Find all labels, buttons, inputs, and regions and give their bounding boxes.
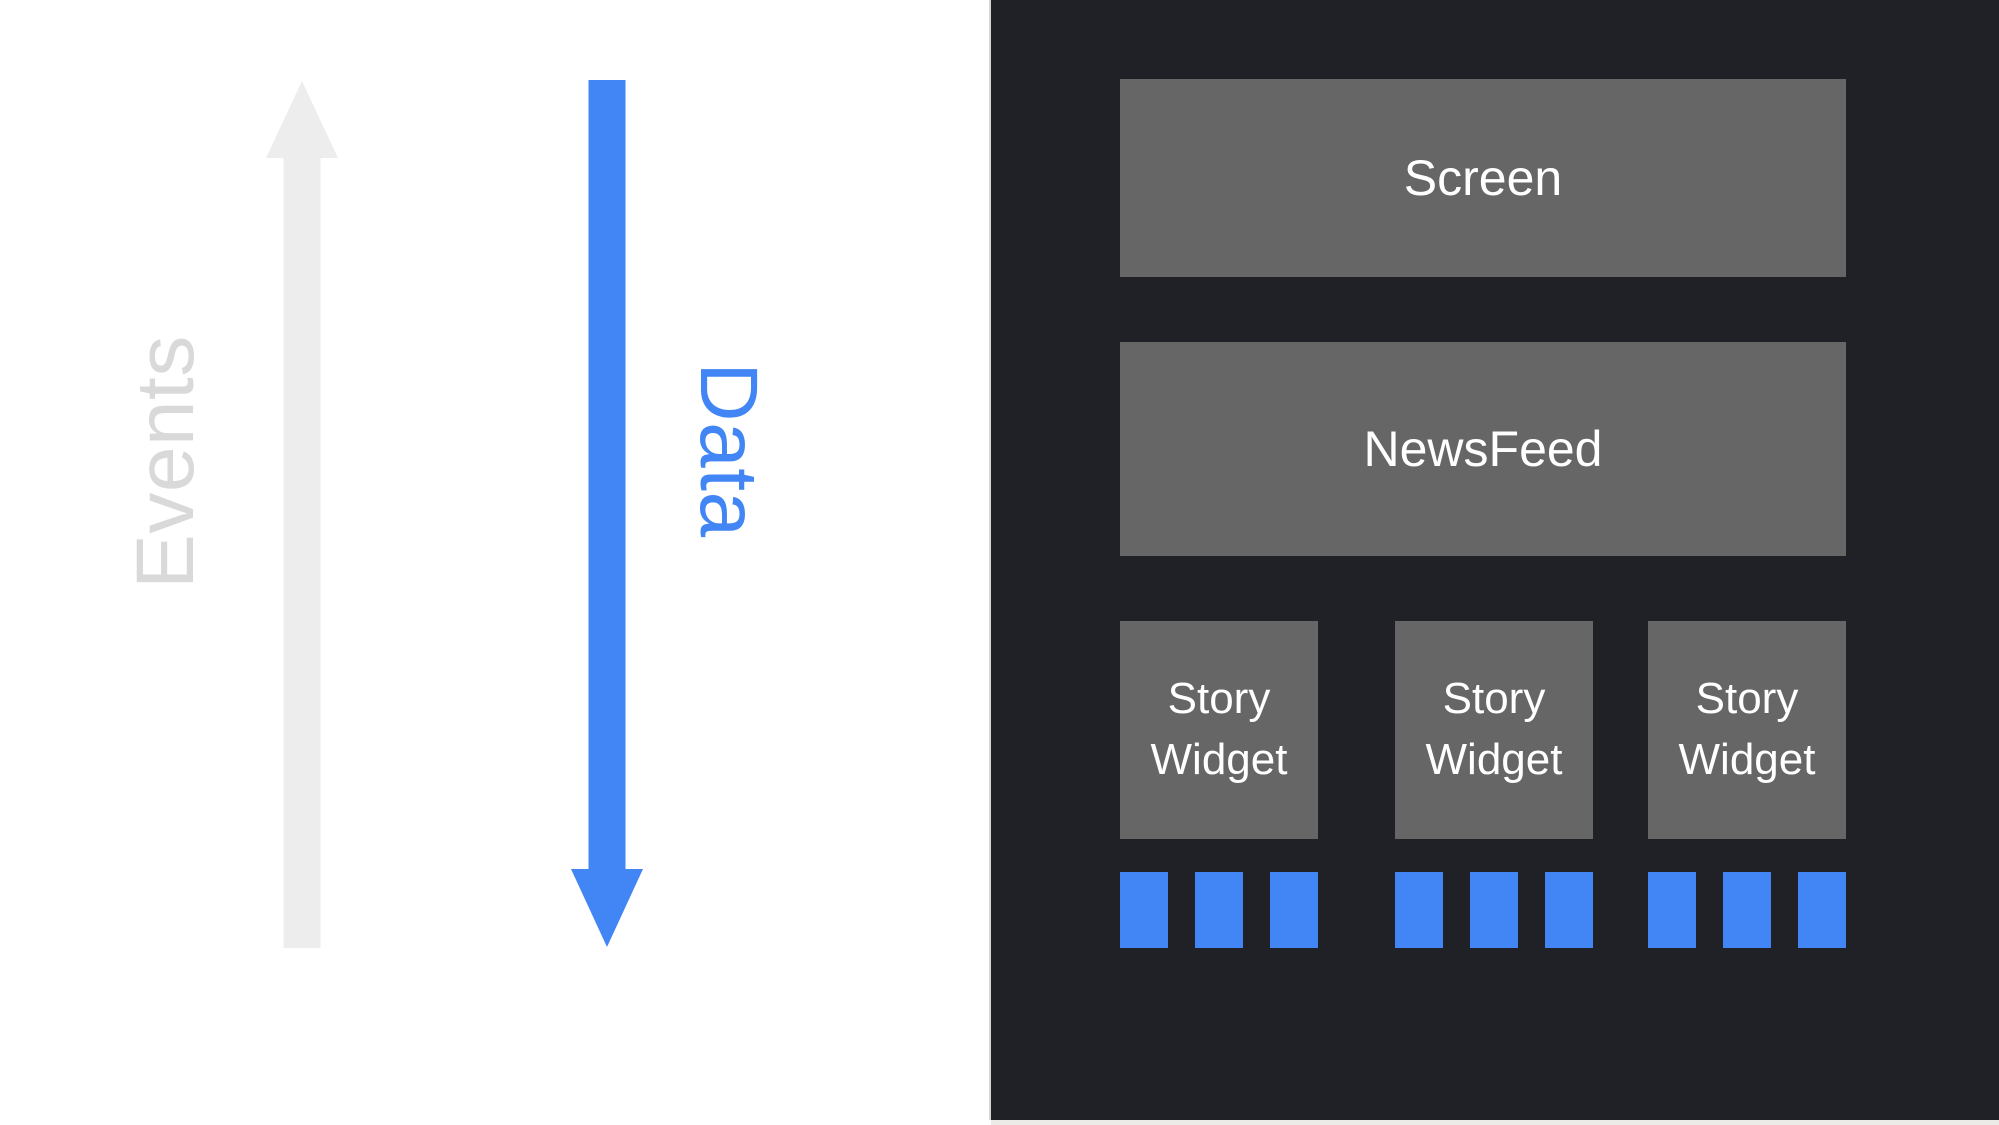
flow-arrows-canvas — [266, 80, 643, 948]
newsfeed-box-label: NewsFeed — [1363, 421, 1603, 477]
slide-bottom-edge — [991, 1120, 1999, 1125]
story-item-square — [1545, 872, 1593, 948]
story-item-squares — [1120, 872, 1318, 948]
data-label: Data — [683, 362, 774, 538]
screen-box: Screen — [1120, 79, 1846, 277]
newsfeed-box: NewsFeed — [1120, 342, 1846, 556]
story-item-squares — [1395, 872, 1593, 948]
story-widget-box: Story Widget — [1395, 621, 1593, 839]
story-item-square — [1798, 872, 1846, 948]
story-widget-label: Story Widget — [1678, 674, 1816, 784]
story-widget-label: Story Widget — [1150, 674, 1288, 784]
story-item-square — [1120, 872, 1168, 948]
story-widget-box: Story Widget — [1648, 621, 1846, 839]
story-item-square — [1195, 872, 1243, 948]
story-item-square — [1648, 872, 1696, 948]
events-label: Events — [120, 335, 211, 589]
panel-divider — [989, 0, 991, 1120]
story-item-squares — [1648, 872, 1846, 948]
events-up-arrow — [266, 81, 338, 948]
story-widget-label: Story Widget — [1425, 674, 1563, 784]
story-item-square — [1270, 872, 1318, 948]
flow-arrows-panel: Events Data — [0, 0, 991, 1125]
data-down-arrow — [571, 80, 643, 947]
screen-box-label: Screen — [1403, 150, 1563, 206]
story-item-square — [1395, 872, 1443, 948]
widget-tree-panel: Screen NewsFeed Story Widget Story Widge… — [991, 0, 1999, 1120]
story-item-square — [1723, 872, 1771, 948]
story-item-square — [1470, 872, 1518, 948]
story-widget-box: Story Widget — [1120, 621, 1318, 839]
